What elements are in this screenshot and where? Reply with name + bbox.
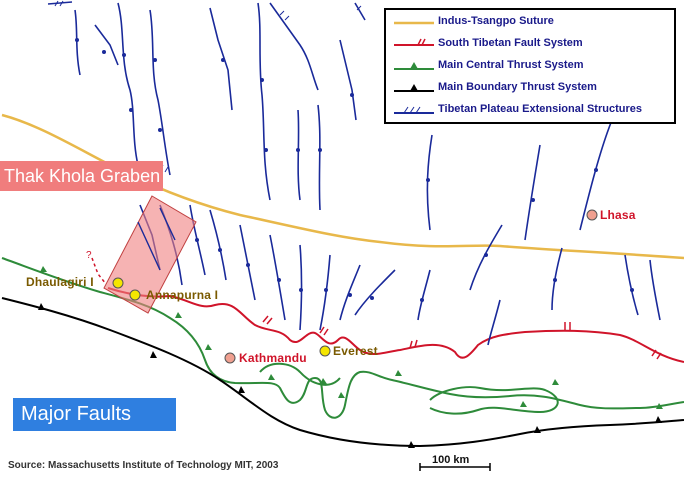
scale-label: 100 km <box>432 454 470 466</box>
dhaulagiri-label: Dhaulagiri I <box>26 275 94 289</box>
everest-label: Everest <box>333 344 378 358</box>
south-tibetan-fault <box>107 287 684 363</box>
legend-item-extension: Tibetan Plateau Extensional Structures <box>386 102 674 122</box>
annapurna-marker <box>129 289 141 301</box>
graben-inner-fault <box>137 207 176 271</box>
legend-label: South Tibetan Fault System <box>438 37 583 49</box>
legend-label: Tibetan Plateau Extensional Structures <box>438 103 642 115</box>
mct-triangles <box>40 266 663 409</box>
source-credit: Source: Massachusetts Institute of Techn… <box>8 460 279 471</box>
suture-swatch-icon <box>394 21 434 25</box>
annapurna-label: Annapurna I <box>146 288 219 302</box>
extension-swatch-icon <box>394 106 434 114</box>
mbt-swatch-icon <box>394 84 434 92</box>
lhasa-label: Lhasa <box>600 208 636 222</box>
legend-label: Indus-Tsangpo Suture <box>438 15 554 27</box>
mct-swatch-icon <box>394 62 434 70</box>
stfs-swatch-icon <box>394 38 434 46</box>
kathmandu-marker <box>224 352 236 364</box>
legend-label: Main Boundary Thrust System <box>438 81 597 93</box>
lhasa-marker <box>586 209 598 221</box>
mct-loop-2 <box>429 386 559 415</box>
legend-item-suture: Indus-Tsangpo Suture <box>386 14 674 34</box>
everest-marker <box>319 345 331 357</box>
dhaulagiri-marker <box>112 277 124 289</box>
extension-hatches <box>54 0 362 173</box>
legend-label: Main Central Thrust System <box>438 59 584 71</box>
legend-item-stfs: South Tibetan Fault System <box>386 36 674 56</box>
scale-bar <box>419 463 491 471</box>
mbt-triangles <box>38 303 662 448</box>
legend-item-mbt: Main Boundary Thrust System <box>386 80 674 100</box>
thak-khola-graben-title: Thak Khola Graben <box>0 161 163 191</box>
thak-khola-graben-area <box>103 195 197 314</box>
legend-item-mct: Main Central Thrust System <box>386 58 674 78</box>
major-faults-title: Major Faults <box>13 398 176 431</box>
graben-red-dashed <box>91 257 107 285</box>
mct-loop-1 <box>259 362 341 386</box>
main-boundary-thrust <box>1 297 684 448</box>
main-central-thrust <box>1 257 684 419</box>
legend: Indus-Tsangpo Suture South Tibetan Fault… <box>384 8 676 124</box>
extension-ticks <box>75 38 634 302</box>
kathmandu-label: Kathmandu <box>239 351 307 365</box>
graben-query-mark: ? <box>86 250 92 261</box>
stfs-ticks <box>262 315 662 360</box>
